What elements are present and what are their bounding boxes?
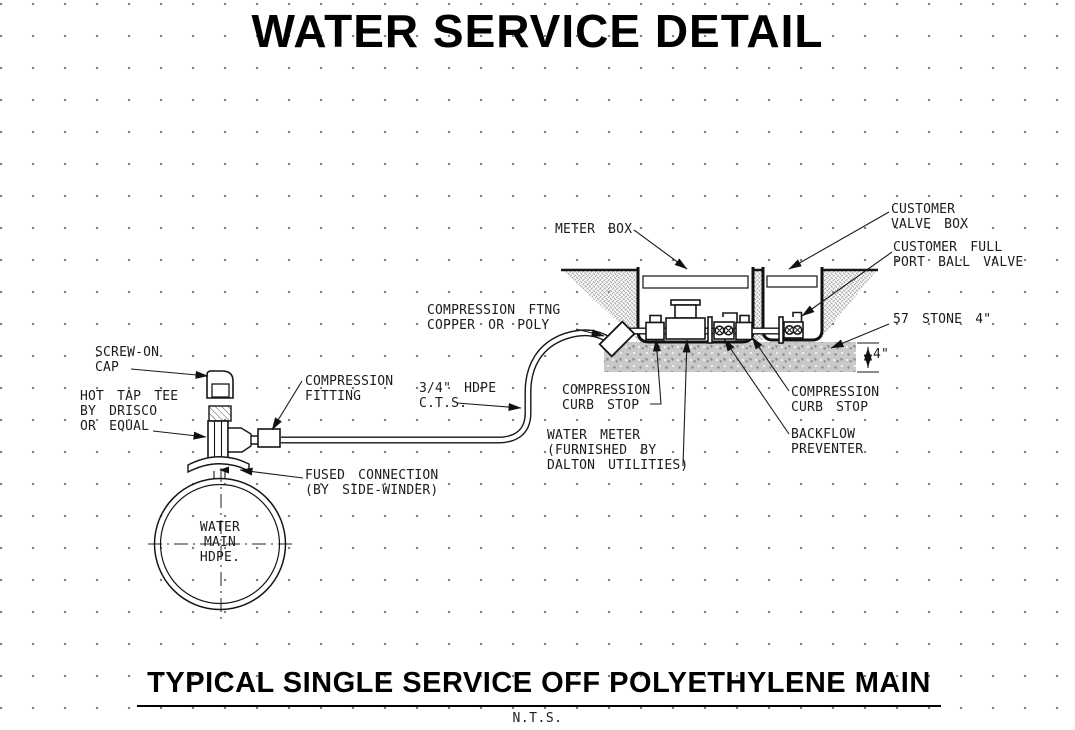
stone-bed [604,342,856,372]
leader-fused-connection [239,467,304,479]
leader-lines [130,211,893,479]
leader-service-tubing [456,402,522,412]
tee-outlet [227,427,252,453]
label-meter-box: METER BOX [555,222,633,237]
pipe-flange-2 [778,316,784,344]
tee-saddle [187,456,250,474]
label-compression-ftng: COMPRESSION FTNG COPPER OR POLY [427,303,561,333]
label-service-tubing: 3/4" HDPE C.T.S. [419,381,497,411]
page-title: WATER SERVICE DETAIL [251,5,824,57]
leader-hot-tap-tee [152,430,207,440]
angled-compression-fitting [598,320,636,358]
label-water-main: WATER MAIN HDPE. [199,520,241,565]
water-main-circle [148,468,295,624]
label-compression-fitting: COMPRESSION FITTING [305,374,394,404]
label-curb-stop-meter: COMPRESSION CURB STOP [562,383,651,413]
tee-nut [208,405,232,422]
excavation-hatch [563,270,877,341]
scale-note: N.T.S. [512,711,563,726]
leader-compression-fitting [271,380,303,431]
label-customer-ball-valve: CUSTOMER FULL PORT BALL VALVE [893,240,1024,270]
label-customer-valve-box: CUSTOMER VALVE BOX [891,202,969,232]
stone-depth-dimension [857,342,879,373]
label-fused-connection: FUSED CONNECTION (BY SIDE-WINDER) [305,468,439,498]
leader-screw-on-cap [130,368,209,379]
meter-box-lid [642,275,749,289]
leader-meter-box [633,229,688,270]
label-screw-on-cap: SCREW-ON CAP [95,345,160,375]
label-stone: 57 STONE 4" [893,312,992,327]
valve-box-internals [778,311,804,344]
leader-ball-valve [801,251,893,317]
drawing-subtitle: TYPICAL SINGLE SERVICE OFF POLYETHYLENE … [137,667,941,707]
water-meter-body [665,299,706,340]
curb-stop-2 [735,314,753,341]
leader-customer-valve-box [788,211,890,270]
label-curb-stop-customer: COMPRESSION CURB STOP [791,385,880,415]
leader-water-meter [682,339,691,467]
label-water-meter: WATER METER (FURNISHED BY DALTON UTILITI… [547,428,689,473]
leader-compression-ftng [575,328,605,337]
label-hot-tap-tee: HOT TAP TEE BY DRISCO OR EQUAL [80,389,179,434]
leader-curb-stop-1 [650,338,662,405]
hot-tap-tee-assembly [187,370,281,478]
leader-backflow [723,338,790,435]
meter-box-internals [645,299,753,344]
compression-fitting-drawing [257,428,281,448]
tee-body [207,420,229,462]
label-backflow-preventer: BACKFLOW PREVENTER [791,427,864,457]
fused-connection-tick [219,466,229,474]
label-stone-depth: 4" [873,347,890,362]
pipe-flange-1 [707,316,713,344]
valve-box-lid [766,275,818,288]
leader-stone [830,323,890,349]
leader-curb-stop-2 [751,336,790,392]
ball-valve-body [783,311,804,339]
